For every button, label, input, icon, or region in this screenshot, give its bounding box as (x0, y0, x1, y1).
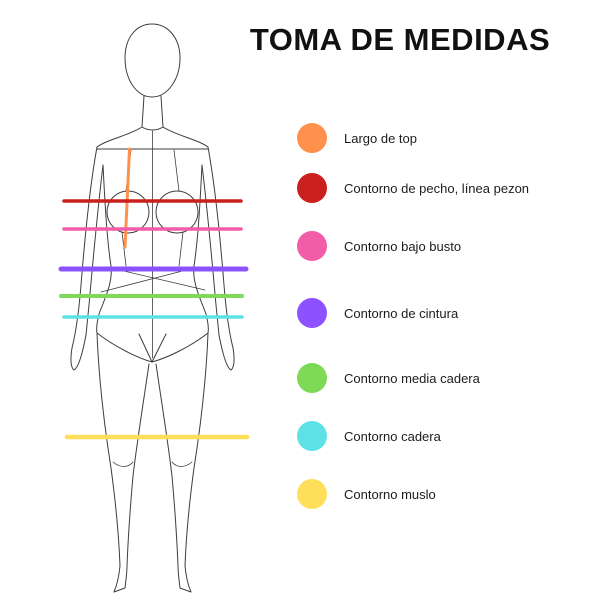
contorno-cintura-color-dot (297, 298, 327, 328)
fashion-croquis-illustration (58, 23, 250, 593)
croquis-right-foot (177, 565, 192, 593)
croquis-torso (96, 164, 209, 334)
legend-label: Contorno de pecho, línea pezon (344, 180, 530, 196)
measurement-legend: Largo de top Contorno de pecho, línea pe… (297, 0, 600, 600)
croquis-panty (96, 332, 209, 363)
contorno-cadera-color-dot (297, 421, 327, 451)
measurement-lines (58, 147, 250, 440)
croquis-left-foot (113, 565, 128, 593)
contorno-bajo-busto-color-dot (297, 231, 327, 261)
croquis-right-arm (201, 146, 235, 371)
croquis-right-leg (155, 332, 209, 567)
legend-label: Contorno cadera (344, 428, 441, 444)
legend-item-contorno-pecho: Contorno de pecho, línea pezon (297, 173, 529, 203)
legend-item-largo-de-top: Largo de top (297, 123, 417, 153)
legend-label: Contorno media cadera (344, 370, 480, 386)
croquis-left-arm (70, 146, 104, 371)
legend-label: Largo de top (344, 130, 418, 146)
legend-item-contorno-cintura: Contorno de cintura (297, 298, 458, 328)
legend-label: Contorno bajo busto (344, 238, 462, 254)
largo-de-top-color-dot (297, 123, 327, 153)
legend-item-contorno-bajo-busto: Contorno bajo busto (297, 231, 461, 261)
croquis-neck (141, 95, 164, 131)
legend-item-contorno-cadera: Contorno cadera (297, 421, 441, 451)
legend-item-contorno-media-cadera: Contorno media cadera (297, 363, 480, 393)
croquis-left-leg (96, 332, 150, 567)
contorno-media-cadera-color-dot (297, 363, 327, 393)
croquis-knees (112, 461, 193, 467)
croquis-outline (70, 23, 235, 593)
contorno-pecho-color-dot (297, 173, 327, 203)
legend-item-contorno-muslo: Contorno muslo (297, 479, 436, 509)
contorno-muslo-color-dot (297, 479, 327, 509)
legend-label: Contorno de cintura (344, 305, 459, 321)
line-largo-de-top (123, 147, 131, 249)
legend-label: Contorno muslo (344, 486, 436, 502)
page-title: TOMA DE MEDIDAS (249, 22, 551, 57)
croquis-right-bust (155, 190, 199, 234)
croquis-head (124, 23, 181, 98)
